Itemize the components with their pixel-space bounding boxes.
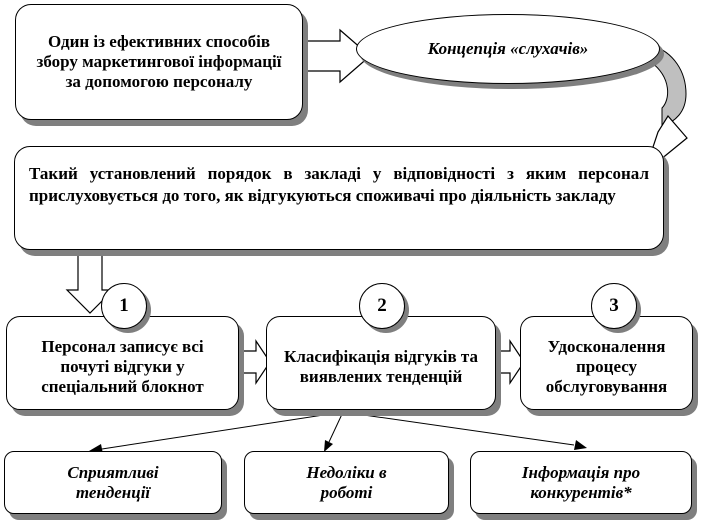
outcome-favorable-text: Сприятливі тенденції [67, 462, 159, 502]
step-1-text: Персонал записує всі почуті відгуки у сп… [41, 337, 204, 396]
outcome-competitors-text: Інформація про конкурентів* [521, 462, 641, 502]
outcome-shortcomings-box: Недоліки в роботі [244, 451, 449, 514]
step-2-text: Класифікація відгуків та виявлених тенде… [284, 347, 478, 386]
step-1-number: 1 [101, 283, 147, 329]
arrow-step2-to-step3 [496, 339, 525, 385]
step-2-box: Класифікація відгуків та виявлених тенде… [266, 316, 496, 410]
method-box: Один із ефективних способів збору маркет… [15, 4, 303, 120]
step-3-number: 3 [591, 283, 637, 329]
step-2-number: 2 [359, 283, 405, 329]
arrow-step2-to-outcome2 [328, 411, 344, 443]
method-text: Один із ефективних способів збору маркет… [36, 32, 282, 91]
definition-text: Такий установлений порядок в закладі у в… [29, 164, 649, 205]
concept-name: Концепція «слухачів» [427, 39, 589, 58]
concept-ellipse: Концепція «слухачів» [356, 14, 660, 84]
definition-box: Такий установлений порядок в закладі у в… [14, 146, 664, 250]
arrow-method-to-concept [303, 28, 371, 84]
step-3-box: Удосконалення процесу обслуговування [520, 316, 693, 410]
arrow-step2-to-outcome1 [101, 411, 344, 450]
arrow-step2-to-outcome3 [342, 411, 575, 446]
outcome-competitors-box: Інформація про конкурентів* [470, 451, 692, 514]
step-3-text: Удосконалення процесу обслуговування [545, 337, 668, 396]
arrow-step1-to-step2 [239, 339, 271, 385]
step-1-box: Персонал записує всі почуті відгуки у сп… [6, 316, 239, 410]
outcome-shortcomings-text: Недоліки в роботі [306, 462, 387, 502]
arrowhead-outcome3 [574, 440, 587, 450]
curved-arrow-shade [650, 44, 687, 127]
arrowhead-outcome2 [324, 440, 333, 452]
outcome-favorable-box: Сприятливі тенденції [4, 451, 222, 514]
